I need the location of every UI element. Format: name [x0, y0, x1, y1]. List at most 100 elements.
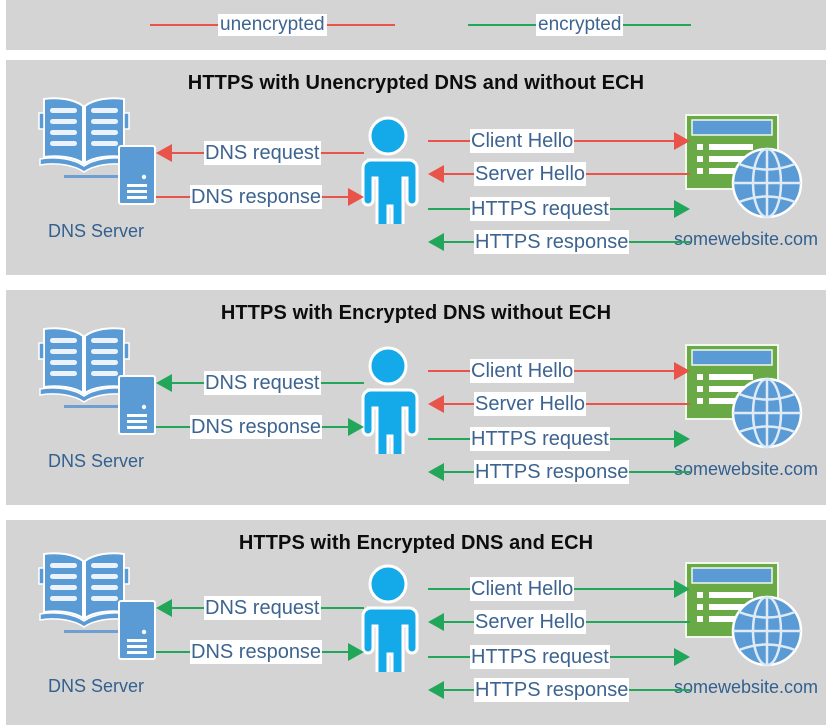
message-web-2: HTTPS request [428, 197, 690, 221]
arrowhead-right-icon [674, 430, 690, 448]
client-person-icon [351, 346, 425, 477]
message-web-1: Server Hello [428, 162, 690, 186]
line-segment [428, 438, 470, 440]
arrowhead-left-icon [428, 165, 444, 183]
line-segment [428, 588, 470, 590]
line-segment [428, 656, 470, 658]
server-icon [118, 600, 156, 660]
dns-server-label: DNS Server [48, 221, 145, 241]
line-segment [609, 438, 674, 440]
message-label: Client Hello [470, 577, 575, 601]
message-label: Server Hello [474, 610, 587, 634]
arrowhead-left-icon [156, 374, 172, 392]
line-segment [574, 588, 674, 590]
client-person-icon [351, 116, 425, 247]
arrowhead-right-icon [674, 200, 690, 218]
message-label: HTTPS request [470, 427, 610, 451]
line-segment [609, 656, 674, 658]
legend-label-unencrypted: unencrypted [218, 14, 327, 36]
line-segment [172, 152, 204, 154]
website-label: somewebsite.com [674, 459, 819, 479]
line-segment [586, 403, 690, 405]
line-segment [320, 382, 364, 384]
legend-label-encrypted: encrypted [536, 14, 624, 36]
line-segment [586, 173, 690, 175]
message-label: DNS request [204, 596, 321, 620]
message-label: HTTPS response [474, 678, 630, 702]
line-segment [320, 607, 364, 609]
legend-item-encrypted: encrypted [468, 14, 692, 36]
message-label: HTTPS request [470, 645, 610, 669]
arrowhead-right-icon [674, 580, 690, 598]
line-segment [629, 241, 690, 243]
line-segment [322, 426, 348, 428]
panel-3: HTTPS with Encrypted DNS and ECH DNS Ser… [6, 520, 826, 725]
line-segment [629, 689, 690, 691]
panel-title: HTTPS with Encrypted DNS without ECH [220, 302, 612, 324]
legend-line-unencrypted [150, 24, 218, 26]
line-segment [428, 208, 470, 210]
line-segment [172, 382, 204, 384]
website-server-icon [684, 343, 806, 451]
line-segment [320, 152, 364, 154]
line-segment [156, 651, 190, 653]
line-segment [156, 196, 190, 198]
line-segment [444, 403, 474, 405]
website-label: somewebsite.com [674, 229, 819, 249]
line-segment [444, 471, 474, 473]
line-segment [322, 196, 348, 198]
message-label: HTTPS response [474, 460, 630, 484]
line-segment [629, 471, 690, 473]
arrowhead-left-icon [156, 144, 172, 162]
website-server-icon [684, 561, 806, 669]
message-label: DNS response [190, 415, 323, 439]
line-segment [172, 607, 204, 609]
line-segment [428, 370, 470, 372]
message-dns-1: DNS response [156, 640, 364, 664]
line-segment [156, 426, 190, 428]
dns-connector-line [64, 175, 124, 178]
message-label: DNS response [190, 640, 323, 664]
line-segment [428, 140, 470, 142]
line-segment [444, 173, 474, 175]
message-label: Server Hello [474, 162, 587, 186]
message-web-0: Client Hello [428, 359, 690, 383]
website-server-icon [684, 113, 806, 221]
line-segment [444, 689, 474, 691]
legend-band: unencrypted encrypted [6, 0, 826, 50]
panel-2: HTTPS with Encrypted DNS without ECH DNS… [6, 290, 826, 505]
message-web-2: HTTPS request [428, 645, 690, 669]
line-segment [586, 621, 690, 623]
message-label: HTTPS request [470, 197, 610, 221]
message-label: DNS request [204, 371, 321, 395]
address-book-icon [36, 325, 132, 407]
message-web-0: Client Hello [428, 577, 690, 601]
arrowhead-right-icon [348, 418, 364, 436]
dns-server-label: DNS Server [48, 676, 145, 696]
message-label: Client Hello [470, 359, 575, 383]
message-web-3: HTTPS response [428, 460, 690, 484]
legend-item-unencrypted: unencrypted [150, 14, 395, 36]
arrowhead-left-icon [428, 463, 444, 481]
server-icon [118, 375, 156, 435]
arrowhead-left-icon [428, 681, 444, 699]
panel-1: HTTPS with Unencrypted DNS and without E… [6, 60, 826, 275]
message-label: DNS response [190, 185, 323, 209]
message-label: Server Hello [474, 392, 587, 416]
arrowhead-left-icon [428, 233, 444, 251]
message-label: Client Hello [470, 129, 575, 153]
line-segment [444, 241, 474, 243]
address-book-icon [36, 550, 132, 632]
line-segment [444, 621, 474, 623]
message-label: DNS request [204, 141, 321, 165]
line-segment [322, 651, 348, 653]
message-dns-0: DNS request [156, 371, 364, 395]
message-web-3: HTTPS response [428, 678, 690, 702]
server-icon [118, 145, 156, 205]
arrowhead-right-icon [674, 648, 690, 666]
dns-server-label: DNS Server [48, 451, 145, 471]
line-segment [609, 208, 674, 210]
arrowhead-right-icon [674, 132, 690, 150]
message-web-1: Server Hello [428, 392, 690, 416]
message-web-1: Server Hello [428, 610, 690, 634]
